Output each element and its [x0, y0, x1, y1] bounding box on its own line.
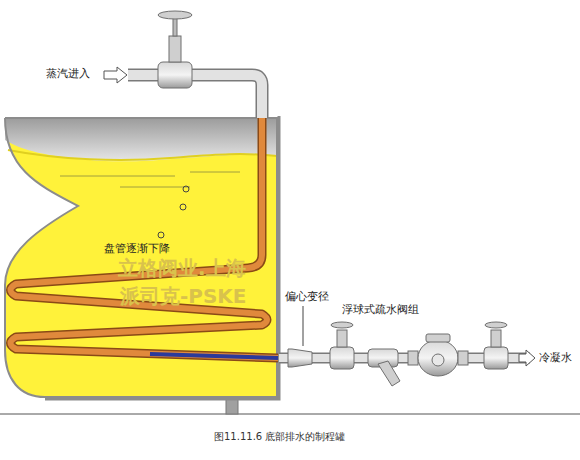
valve-bonnet: [337, 330, 347, 347]
ground-line: [0, 414, 580, 415]
valve-handwheel: [331, 322, 353, 328]
surface-ripple: [60, 176, 175, 177]
isolation-valve: [330, 347, 354, 369]
leader-line: [303, 306, 304, 346]
reducer-label: 偏心变径: [285, 290, 329, 304]
steam-coil: [11, 118, 279, 358]
steam-valve: [158, 62, 192, 88]
isolation-valve: [484, 347, 508, 369]
tank-outline: [5, 118, 277, 397]
tank-headspace: [5, 118, 277, 161]
outlet-label: 冷凝水: [539, 351, 572, 365]
surface-ripple: [120, 187, 190, 188]
flange: [458, 351, 468, 365]
bubble: [180, 204, 186, 210]
valve-bonnet: [169, 36, 181, 62]
strainer-leg: [378, 361, 400, 386]
flow-arrow: [104, 67, 127, 83]
surface-ripple: [190, 172, 240, 173]
flow-arrow: [519, 350, 535, 366]
float-trap: [418, 340, 458, 376]
trap-cover: [426, 334, 450, 342]
coil-label: 盘管逐渐下降: [104, 242, 170, 256]
bubble: [183, 186, 189, 192]
bubble: [158, 232, 164, 238]
inlet-label: 蒸汽进入: [46, 67, 90, 81]
liquid-surface: [8, 150, 277, 160]
steam-pipe: [128, 75, 262, 118]
steam-pipe: [128, 75, 262, 118]
watermark: 立格阀业.上海: [118, 256, 246, 280]
flange: [408, 351, 418, 365]
valve-handwheel: [158, 11, 192, 19]
valve-bonnet: [491, 330, 501, 347]
eccentric-reducer: [288, 349, 312, 367]
steam-coil: [11, 118, 279, 358]
figure-caption: 图11.11.6 底部排水的制程罐: [214, 430, 345, 444]
trap-set-label: 浮球式疏水阀组: [342, 303, 419, 317]
condensate-in-coil: [150, 354, 278, 358]
watermark: 派司克-PSKE: [120, 284, 247, 308]
valve-handwheel: [485, 322, 507, 328]
trap-float: [432, 354, 444, 366]
tank-liquid: [5, 118, 277, 397]
